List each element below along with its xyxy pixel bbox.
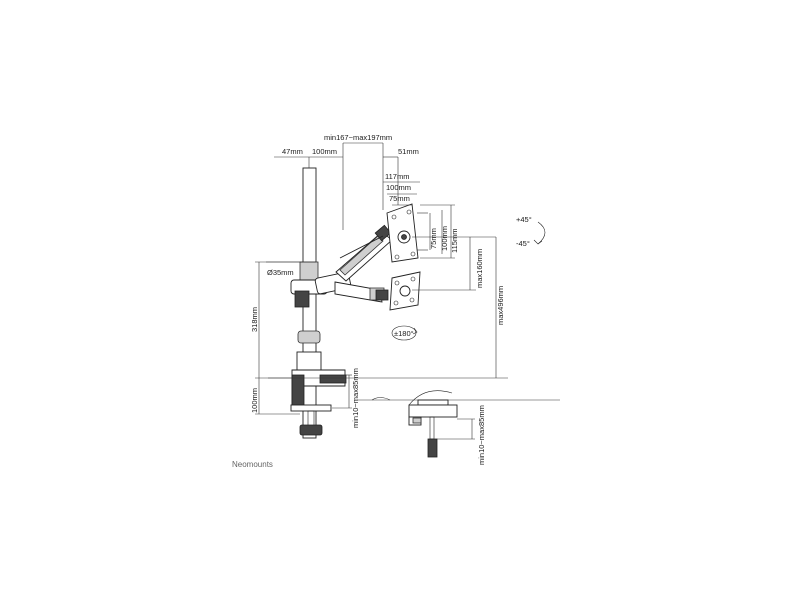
label-vesa-75-v: 75mm [429,228,438,249]
label-vesa-100-v: 100mm [440,226,449,251]
label-max-496: max496mm [496,286,505,325]
vesa-plate-upper [386,203,419,263]
label-vesa-75-h: 75mm [389,194,410,203]
label-arm-span: min167~max197mm [324,133,392,142]
desk-clamp [290,330,347,436]
label-pole-offset: 47mm [282,147,303,156]
label-head-depth: 51mm [398,147,419,156]
label-desk-thickness-detail: min10~max85mm [477,405,486,465]
label-desk-thickness: min10~max85mm [351,368,360,428]
label-pole-318: 318mm [250,307,259,332]
brand-logo-text: Neomounts [232,460,273,469]
arm-alt-position [334,281,389,303]
tilt-arrow [533,221,546,245]
label-arm-segment: 100mm [312,147,337,156]
label-clamp-100: 100mm [250,388,259,413]
dimension-lines [255,142,508,415]
vesa-plate-lower [389,271,421,311]
label-vesa-100-h: 100mm [386,183,411,192]
clamp-detail [357,390,560,458]
label-rotation: ±180° [394,329,414,338]
label-tilt-down: -45° [516,239,530,248]
rotation-arrow [391,325,418,341]
label-pole-diameter: Ø35mm [267,268,294,277]
label-max-160: max160mm [475,249,484,288]
label-vesa-117: 117mm [385,172,409,181]
arm-base [290,261,352,308]
label-tilt-up: +45° [516,215,532,224]
gas-spring-arm [335,224,393,282]
label-vesa-115-v: 115mm [450,229,459,253]
